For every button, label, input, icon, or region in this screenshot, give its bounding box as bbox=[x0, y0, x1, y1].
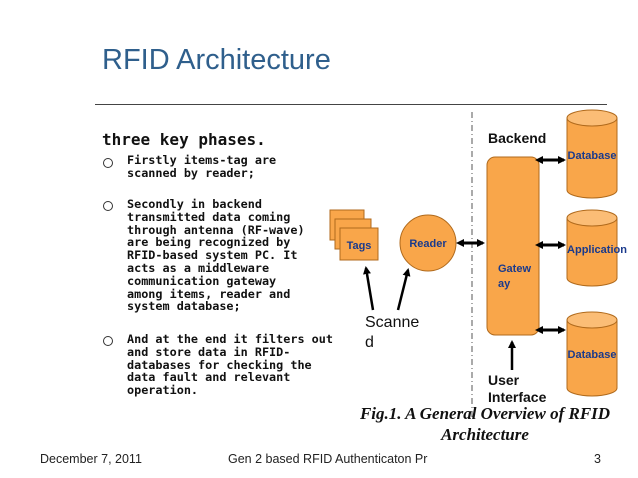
tags-label: Tags bbox=[347, 240, 372, 252]
application-cylinder bbox=[566, 209, 618, 287]
reader-label: Reader bbox=[409, 238, 447, 250]
scanned-label: Scanne d bbox=[365, 314, 420, 351]
backend-label: Backend bbox=[488, 130, 547, 146]
gateway-box bbox=[486, 156, 540, 336]
tags-stack bbox=[329, 209, 379, 261]
scanned-arrow-tags bbox=[363, 266, 375, 311]
database-bottom-cylinder bbox=[566, 311, 618, 397]
title-divider bbox=[95, 104, 607, 105]
bullets-heading: three key phases. bbox=[102, 130, 266, 149]
gateway-label-line2: ay bbox=[498, 278, 511, 290]
footer-date: December 7, 2011 bbox=[40, 452, 142, 466]
application-label: Application bbox=[567, 244, 627, 256]
user-interface-label: User Interface bbox=[488, 372, 547, 405]
gateway-label-line1: Gatew bbox=[498, 263, 531, 275]
database-top-label: Database bbox=[568, 150, 617, 162]
footer-page-number: 3 bbox=[594, 452, 601, 466]
database-bottom-label: Database bbox=[568, 349, 617, 361]
footer-presentation-title: Gen 2 based RFID Authenticaton Pr bbox=[228, 452, 428, 466]
scanned-arrow-reader bbox=[396, 268, 411, 311]
bullet-1-text: Firstly items-tag are scanned by reader; bbox=[127, 153, 277, 180]
database-top-cylinder bbox=[566, 109, 618, 199]
bullet-3-text: And at the end it filters out and store … bbox=[127, 332, 333, 398]
figure-caption: Fig.1. A General Overview of RFID Archit… bbox=[359, 404, 611, 444]
slide-title: RFID Architecture bbox=[102, 44, 331, 76]
bullet-circle-icon bbox=[103, 158, 113, 168]
bullet-circle-icon bbox=[103, 201, 113, 211]
bullet-2-text: Secondly in backend transmitted data com… bbox=[127, 197, 305, 314]
bullet-circle-icon bbox=[103, 336, 113, 346]
